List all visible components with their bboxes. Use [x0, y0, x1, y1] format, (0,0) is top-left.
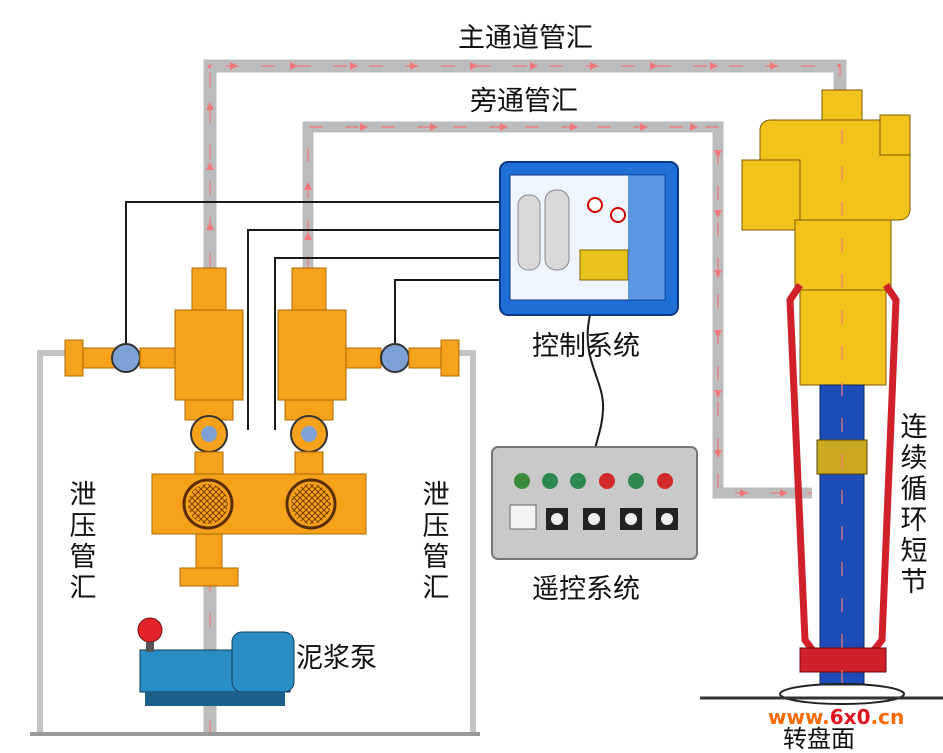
bypass-manifold-label: 旁通管汇	[470, 86, 578, 117]
main-manifold-label: 主通道管汇	[458, 23, 593, 54]
control-cables	[125, 201, 605, 456]
left-valve-assembly	[64, 267, 244, 475]
bypass-manifold-pipe	[302, 121, 812, 499]
remote-system-label: 遥控系统	[532, 574, 640, 605]
mud-pump-label: 泥浆泵	[296, 643, 377, 674]
watermark-brand: 6x0	[829, 705, 871, 729]
control-system-cabinet	[499, 161, 679, 316]
relief-manifold-left-label: 泄压管汇	[69, 480, 97, 604]
continuous-sub-label: 连续循环短节	[900, 412, 928, 598]
mud-pump	[137, 617, 295, 706]
drill-floor-label: 转盘面	[783, 725, 855, 753]
watermark: www.6x0.cn	[768, 705, 904, 729]
right-relief-valve-icon	[380, 343, 410, 373]
relief-manifold-left-pipe	[37, 350, 75, 735]
flow-arrows	[206, 62, 788, 700]
remote-control-panel	[491, 446, 698, 560]
drill-floor	[700, 683, 943, 705]
control-system-label: 控制系统	[532, 331, 640, 362]
relief-manifold-right-pipe	[450, 350, 476, 735]
continuous-circulation-sub	[741, 89, 911, 690]
combining-block	[151, 473, 367, 587]
left-relief-valve-icon	[111, 343, 141, 373]
watermark-prefix: www.	[768, 705, 830, 729]
right-valve-assembly	[277, 267, 460, 475]
watermark-suffix: .cn	[870, 705, 905, 729]
relief-manifold-right-label: 泄压管汇	[422, 480, 450, 604]
